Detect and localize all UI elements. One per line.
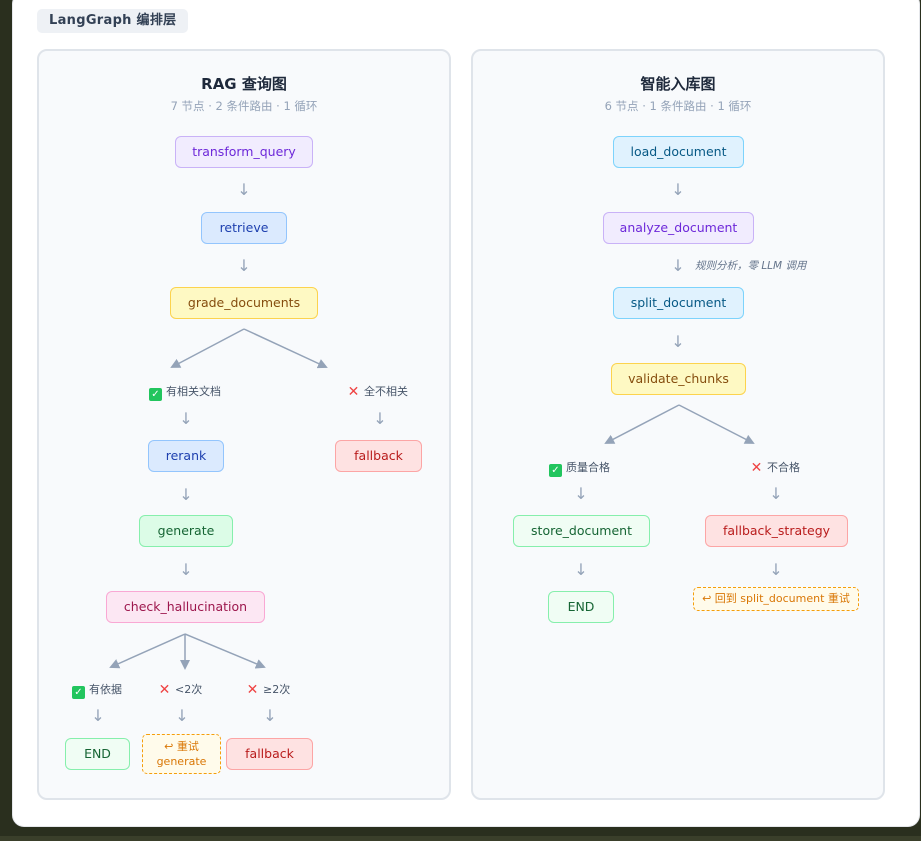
arrow-down-icon: ↓ <box>179 485 193 504</box>
branch-label-has-docs: ✓有相关文档 <box>149 385 221 401</box>
arrow-down-icon: ↓ <box>237 180 251 199</box>
cross-icon: ✕ <box>347 384 360 400</box>
arrow-down-icon: ↓ <box>769 484 783 503</box>
edge-to-grounded <box>109 633 186 669</box>
edge-to-not-ok <box>678 404 755 444</box>
retry-generate-badge: ↩ 重试 generate <box>142 734 221 774</box>
branch-label-not-ok: ✕不合格 <box>750 460 800 476</box>
branch-label-grounded: ✓有依据 <box>72 683 122 699</box>
arrow-down-icon: ↓ <box>179 560 193 579</box>
node-validate-chunks[interactable]: validate_chunks <box>611 363 746 395</box>
node-retrieve[interactable]: retrieve <box>201 212 287 244</box>
arrow-down-icon: ↓ <box>769 560 783 579</box>
rag-branch-edges <box>109 328 328 670</box>
section-tag: LangGraph 编排层 <box>37 9 189 33</box>
background-strip <box>0 836 921 841</box>
node-fallback-top[interactable]: fallback <box>335 440 422 472</box>
arrow-down-icon: ↓ <box>179 409 193 428</box>
node-check-hallucination[interactable]: check_hallucination <box>106 591 265 623</box>
cross-icon: ✕ <box>750 460 763 476</box>
arrow-down-icon: ↓ <box>671 180 685 199</box>
rag-graph-subtitle: 7 节点 · 2 条件路由 · 1 循环 <box>170 99 318 113</box>
arrow-down-icon: ↓ <box>263 706 277 725</box>
node-fallback-bottom[interactable]: fallback <box>226 738 313 770</box>
node-end[interactable]: END <box>65 738 130 770</box>
node-store-document[interactable]: store_document <box>513 515 650 547</box>
ingest-graph-title: 智能入库图 <box>640 75 716 93</box>
check-icon: ✓ <box>72 686 85 699</box>
node-end[interactable]: END <box>548 591 614 623</box>
check-icon: ✓ <box>549 464 562 477</box>
retry-target: generate <box>156 755 207 768</box>
rag-graph-panel: RAG 查询图 7 节点 · 2 条件路由 · 1 循环 transform_q… <box>37 49 451 800</box>
node-load-document[interactable]: load_document <box>613 136 744 168</box>
node-split-document[interactable]: split_document <box>613 287 744 319</box>
ingest-branch-edges <box>604 404 755 444</box>
edge-to-none-relevant <box>243 328 328 369</box>
node-fallback-strategy[interactable]: fallback_strategy <box>705 515 848 547</box>
ingest-graph-panel: 智能入库图 6 节点 · 1 条件路由 · 1 循环 load_document… <box>471 49 885 800</box>
ingest-graph-subtitle: 6 节点 · 1 条件路由 · 1 循环 <box>604 99 752 113</box>
edge-to-ge2 <box>184 633 266 669</box>
arrow-down-icon: ↓ <box>574 484 588 503</box>
arrow-down-icon: ↓ <box>91 706 105 725</box>
arrow-down-icon: ↓ <box>237 256 251 275</box>
node-generate[interactable]: generate <box>139 515 233 547</box>
retry-split-badge: ↩ 回到 split_document 重试 <box>693 587 859 611</box>
retry-label: ↩ 重试 <box>164 740 199 753</box>
arrow-down-icon: ↓ <box>175 706 189 725</box>
edge-to-has-docs <box>170 328 245 368</box>
cross-icon: ✕ <box>158 682 171 698</box>
branch-label-lt2: ✕<2次 <box>158 682 203 698</box>
node-rerank[interactable]: rerank <box>148 440 224 472</box>
node-analyze-document[interactable]: analyze_document <box>603 212 754 244</box>
edge-to-quality-ok <box>604 404 680 444</box>
arrow-down-icon: ↓ <box>373 409 387 428</box>
branch-label-quality-ok: ✓质量合格 <box>549 461 610 477</box>
check-icon: ✓ <box>149 388 162 401</box>
arrow-down-icon: ↓ <box>574 560 588 579</box>
node-grade-documents[interactable]: grade_documents <box>170 287 318 319</box>
arrow-down-icon: ↓ <box>671 332 685 351</box>
node-transform-query[interactable]: transform_query <box>175 136 313 168</box>
branch-label-none-relevant: ✕全不相关 <box>347 384 408 400</box>
rag-graph-title: RAG 查询图 <box>201 75 287 93</box>
arrow-down-icon: ↓ <box>671 256 685 275</box>
edge-note-rule-analysis: 规则分析，零 LLM 调用 <box>695 260 807 272</box>
branch-label-ge2: ✕≥2次 <box>246 682 291 698</box>
cross-icon: ✕ <box>246 682 259 698</box>
